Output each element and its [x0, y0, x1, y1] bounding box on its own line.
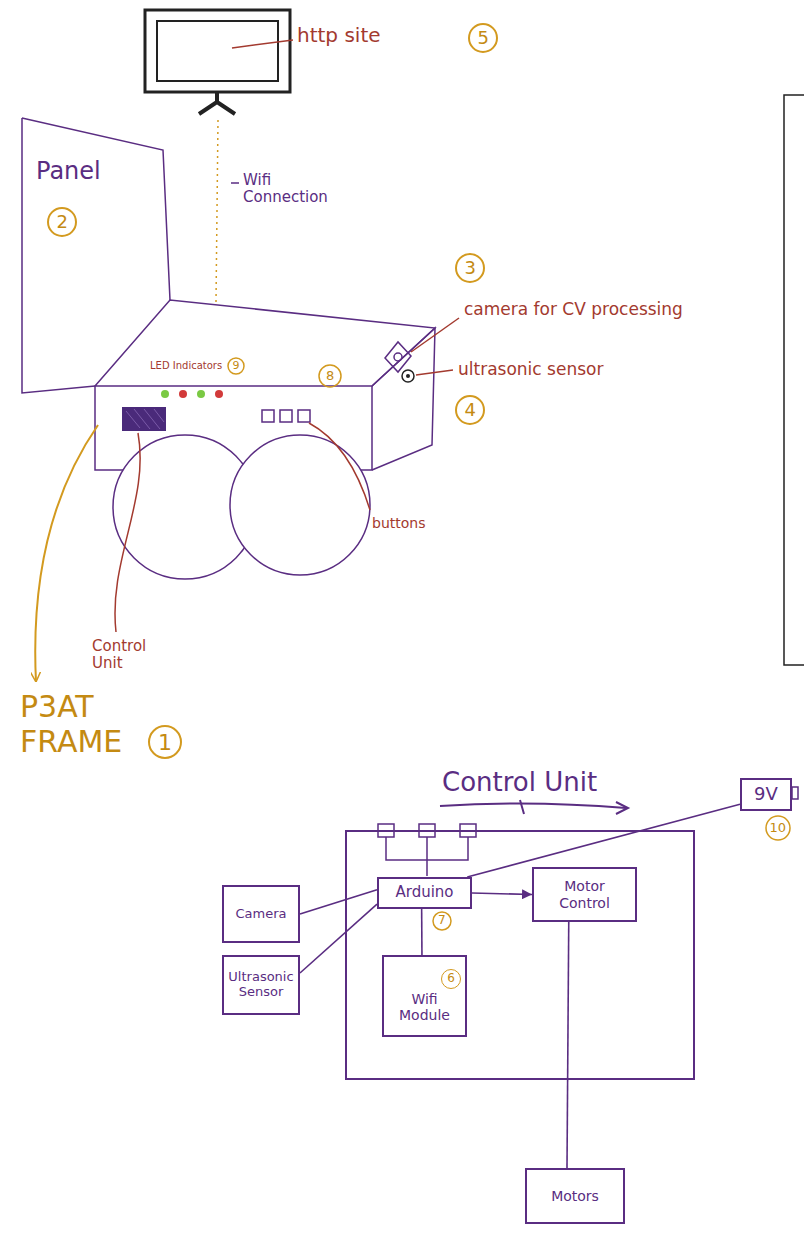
ultrasonic-sensor-dot — [406, 374, 410, 378]
button-symbol — [298, 410, 310, 422]
callout-number: 3 — [465, 258, 476, 279]
box-label: Camera — [228, 907, 294, 922]
connector — [567, 922, 569, 1168]
part-label: LED Indicators — [150, 360, 222, 372]
connector — [472, 893, 532, 895]
monitor-stand — [199, 92, 235, 114]
callout-number: 6 — [441, 969, 461, 989]
led-green — [197, 390, 205, 398]
wifi-link — [216, 120, 218, 302]
leader-line — [232, 40, 293, 48]
component-box: Arduino — [377, 877, 472, 909]
part-label: ultrasonic sensor — [458, 360, 603, 380]
callout-number: 9 — [233, 360, 240, 373]
component-box: Motor Control — [532, 867, 637, 922]
led-green — [161, 390, 169, 398]
callout-number: 4 — [465, 400, 476, 421]
section-heading: Control Unit — [442, 768, 597, 798]
callout-circle — [433, 912, 451, 930]
part-label: buttons — [372, 515, 425, 531]
battery-box: 9V — [740, 778, 792, 811]
callout-circle — [48, 208, 76, 236]
frame-arrow — [35, 425, 98, 682]
box-label: Ultrasonic Sensor — [228, 970, 294, 1000]
connector — [421, 909, 423, 955]
part-label: camera for CV processing — [464, 300, 683, 320]
monitor-screen — [157, 21, 278, 81]
callout-circle — [766, 816, 790, 840]
box-label: Motors — [531, 1188, 619, 1204]
callout-number: 2 — [57, 212, 68, 233]
part-label: http site — [297, 24, 381, 47]
button-wiring — [386, 837, 468, 876]
leader-line — [416, 370, 453, 375]
button-symbol — [280, 410, 292, 422]
box-label: Arduino — [383, 884, 466, 901]
control-unit-block — [122, 407, 166, 431]
monitor-frame — [145, 10, 290, 92]
callout-number: 8 — [326, 369, 334, 384]
leader-line — [411, 318, 459, 352]
connector-group — [300, 804, 740, 1168]
component-box: Ultrasonic Sensor — [222, 955, 300, 1015]
box-label: Motor Control — [538, 878, 631, 910]
hatching — [126, 409, 164, 429]
part-label: P3AT FRAME — [20, 690, 145, 759]
leader-line — [309, 423, 370, 510]
connector — [300, 890, 377, 914]
panel-outline — [22, 118, 170, 393]
component-box: Motors — [525, 1168, 625, 1224]
robot-top — [95, 300, 435, 386]
callout-circle — [228, 358, 244, 374]
camera-symbol — [385, 342, 411, 372]
leader-line — [115, 433, 140, 632]
side-box — [784, 95, 804, 665]
callout-number: 7 — [438, 914, 446, 928]
part-label: Control Unit — [92, 638, 162, 673]
underline-marks — [520, 800, 628, 814]
callout-number: 5 — [478, 28, 489, 49]
box-label: 9V — [746, 784, 786, 805]
led-red — [179, 390, 187, 398]
callout-number: 1 — [158, 730, 172, 755]
callout-circle — [149, 726, 181, 758]
callout-circle — [319, 365, 341, 387]
component-box: Wifi Module6 — [382, 955, 467, 1037]
robot-side — [372, 328, 435, 470]
battery-terminal — [792, 787, 798, 799]
callout-circle — [456, 396, 484, 424]
callout-circle — [469, 24, 497, 52]
component-box: Camera — [222, 885, 300, 943]
control-unit-box: Control UnitArduinoMotor ControlWifi Mod… — [345, 830, 695, 1080]
dash — [231, 182, 239, 184]
button-symbol — [262, 410, 274, 422]
led-red — [215, 390, 223, 398]
wheel — [230, 435, 370, 575]
box-label: Wifi Module — [388, 991, 461, 1023]
connector — [300, 904, 377, 973]
callout-number: 10 — [770, 821, 787, 836]
heading-underline — [440, 803, 626, 808]
camera-lens — [394, 353, 402, 361]
part-label: Panel — [36, 158, 101, 186]
ultrasonic-sensor-symbol — [402, 370, 414, 382]
part-label: Wifi Connection — [243, 172, 343, 207]
callout-circle — [456, 254, 484, 282]
